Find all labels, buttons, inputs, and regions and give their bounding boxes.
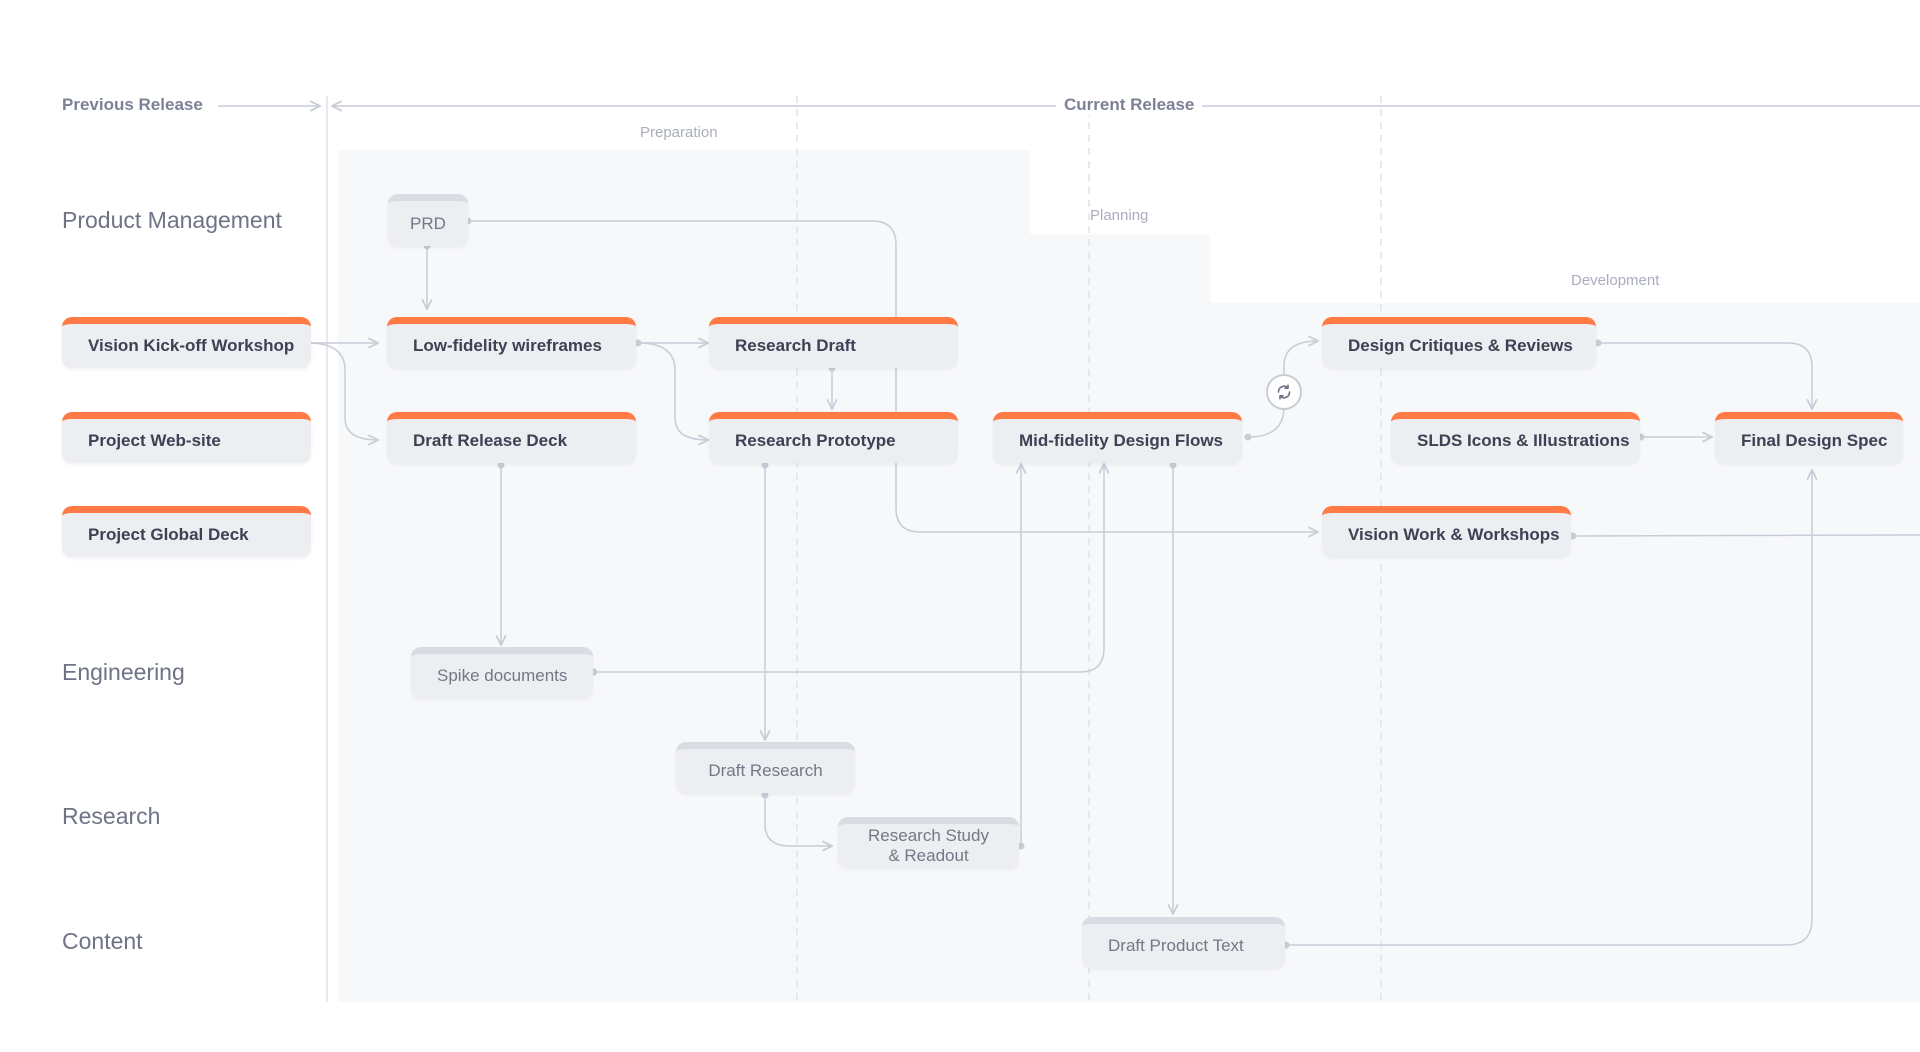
phase-label-preparation: Preparation <box>640 124 718 141</box>
sync-icon-glyph <box>1277 384 1291 400</box>
node-research-prototype[interactable]: Research Prototype <box>709 412 958 463</box>
node-research-study-readout[interactable]: Research Study & Readout <box>838 817 1019 868</box>
node-prd[interactable]: PRD <box>388 194 468 246</box>
current-release-label: Current Release <box>1056 95 1203 115</box>
node-mid-fidelity-design-flows[interactable]: Mid-fidelity Design Flows <box>993 412 1242 463</box>
planning-region <box>1030 234 1210 1002</box>
research-study-line1: Research Study <box>868 826 989 845</box>
node-draft-product-text[interactable]: Draft Product Text <box>1082 917 1285 968</box>
phase-label-development: Development <box>1571 272 1660 289</box>
node-vision-kickoff-workshop[interactable]: Vision Kick-off Workshop <box>62 317 311 368</box>
node-project-global-deck[interactable]: Project Global Deck <box>62 506 311 557</box>
node-design-critiques-reviews[interactable]: Design Critiques & Reviews <box>1322 317 1596 368</box>
node-project-website[interactable]: Project Web-site <box>62 412 311 463</box>
preparation-region <box>338 150 1030 1002</box>
node-slds-icons-illustrations[interactable]: SLDS Icons & Illustrations <box>1391 412 1640 463</box>
lane-label-research: Research <box>62 803 161 829</box>
node-final-design-spec[interactable]: Final Design Spec <box>1715 412 1903 463</box>
node-spike-documents[interactable]: Spike documents <box>411 647 593 698</box>
node-draft-research[interactable]: Draft Research <box>676 742 855 793</box>
research-study-line2: & Readout <box>888 846 969 865</box>
lane-label-product-management: Product Management <box>62 207 282 233</box>
node-research-draft[interactable]: Research Draft <box>709 317 958 368</box>
development-region <box>1210 303 1920 1002</box>
lane-label-engineering: Engineering <box>62 659 185 685</box>
node-low-fidelity-wireframes[interactable]: Low-fidelity wireframes <box>387 317 636 368</box>
phase-label-planning: Planning <box>1090 207 1149 224</box>
previous-release-label: Previous Release <box>54 95 211 115</box>
sync-icon[interactable] <box>1266 374 1302 410</box>
lane-label-content: Content <box>62 928 143 954</box>
node-draft-release-deck[interactable]: Draft Release Deck <box>387 412 636 463</box>
node-vision-work-workshops[interactable]: Vision Work & Workshops <box>1322 506 1571 557</box>
